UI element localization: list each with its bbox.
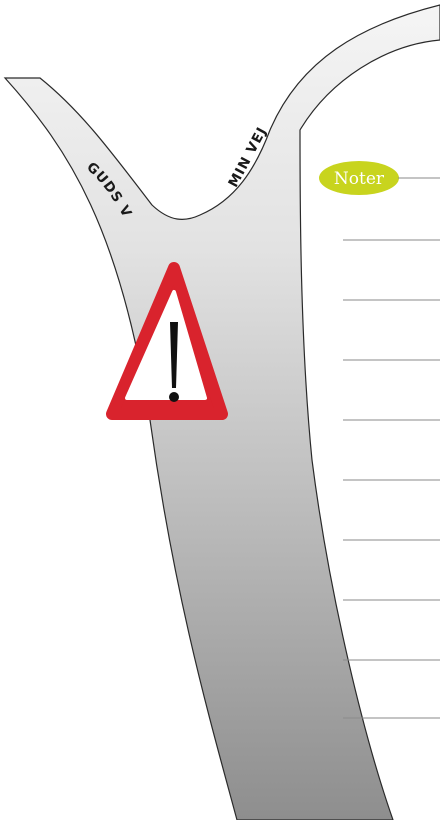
exclamation-mark — [169, 392, 179, 402]
noter-label: Noter — [334, 169, 385, 189]
note-lines — [343, 240, 440, 718]
noter-tag: Noter — [319, 161, 440, 195]
